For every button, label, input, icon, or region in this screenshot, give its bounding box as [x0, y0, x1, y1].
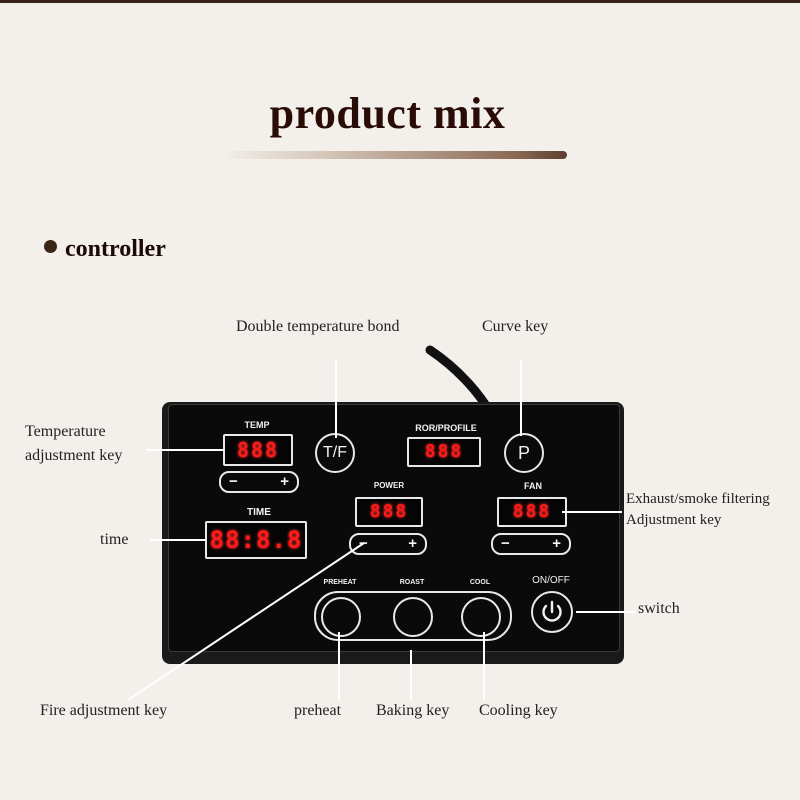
roast-label: ROAST — [399, 579, 425, 586]
power-icon — [542, 600, 562, 622]
controller-panel: TEMP 888 − + T/F ROR/PROFILE 888 P TIME … — [168, 404, 620, 652]
tf-button[interactable]: T/F — [315, 433, 355, 473]
fan-adjust-control[interactable]: − + — [491, 533, 571, 555]
title-underline — [222, 151, 567, 159]
curve-p-button[interactable]: P — [504, 433, 544, 473]
label-preheat: preheat — [294, 702, 342, 719]
preheat-label: PREHEAT — [323, 579, 357, 586]
temp-plus-button[interactable]: + — [280, 473, 289, 490]
label-fire-adjustment: Fire adjustment key — [40, 702, 168, 719]
temp-label: TEMP — [244, 420, 270, 430]
power-label: POWER — [373, 481, 405, 490]
label-exhaust-line2: Adjustment key — [626, 512, 722, 528]
label-temperature-line1: Temperature — [25, 423, 106, 440]
cool-label: COOL — [469, 579, 491, 586]
power-adjust-control[interactable]: − + — [349, 533, 427, 555]
label-temperature-line2: adjustment key — [25, 447, 123, 464]
label-cooling-key: Cooling key — [479, 702, 558, 719]
temp-minus-button[interactable]: − — [229, 473, 238, 490]
bullet-icon — [44, 240, 57, 253]
temp-adjust-control[interactable]: − + — [219, 471, 299, 493]
preheat-button[interactable] — [321, 597, 361, 637]
section-title: controller — [65, 236, 166, 262]
onoff-label: ON/OFF — [532, 575, 570, 586]
top-border — [0, 0, 800, 3]
time-display: 88:8.8 — [205, 521, 307, 559]
fan-label: FAN — [524, 481, 542, 491]
label-switch: switch — [638, 600, 680, 617]
section-heading: controller — [44, 236, 166, 263]
label-curve-key: Curve key — [482, 318, 549, 335]
time-label: TIME — [247, 507, 271, 518]
onoff-button[interactable] — [531, 591, 573, 633]
label-exhaust-line1: Exhaust/smoke filtering — [626, 491, 770, 507]
label-baking-key: Baking key — [376, 702, 450, 719]
label-double-temperature: Double temperature bond — [236, 318, 400, 335]
page-title: product mix — [269, 89, 506, 138]
power-plus-button[interactable]: + — [408, 535, 417, 552]
temp-display: 888 — [223, 434, 293, 466]
ror-profile-display: 888 — [407, 437, 481, 467]
power-minus-button[interactable]: − — [359, 535, 368, 552]
fan-minus-button[interactable]: − — [501, 535, 510, 552]
ror-profile-label: ROR/PROFILE — [415, 423, 477, 433]
label-time: time — [100, 531, 129, 548]
fan-display: 888 — [497, 497, 567, 527]
power-display: 888 — [355, 497, 423, 527]
roast-button[interactable] — [393, 597, 433, 637]
fan-plus-button[interactable]: + — [552, 535, 561, 552]
cool-button[interactable] — [461, 597, 501, 637]
